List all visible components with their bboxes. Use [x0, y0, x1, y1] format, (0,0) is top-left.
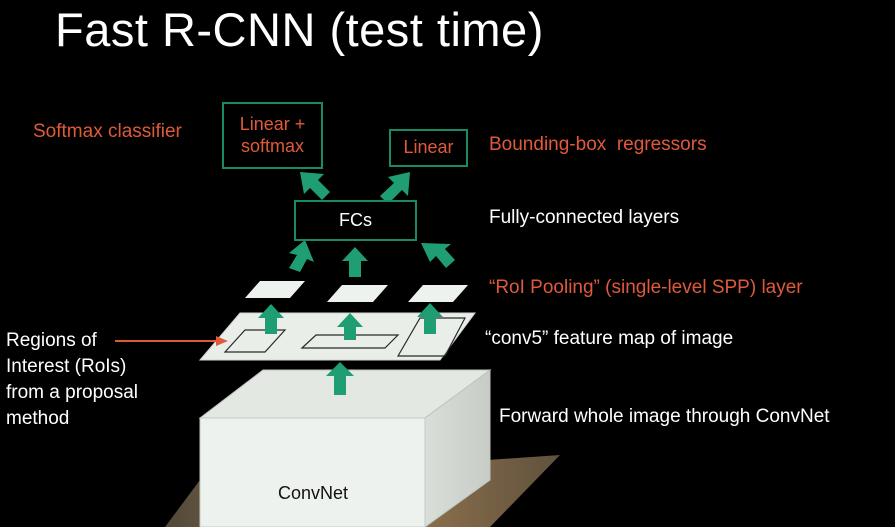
green-arrows: [258, 172, 455, 395]
linear-softmax-line1: Linear +: [239, 113, 306, 134]
linear-box: Linear: [389, 129, 468, 167]
arrow-conv5-to-pool-3: [417, 303, 443, 334]
roi-pool-output-3: [408, 285, 468, 302]
arrow-conv5-to-pool-1: [258, 304, 284, 334]
arrow-pool-to-fc-2: [342, 247, 368, 277]
fc-layers-label: Fully-connected layers: [489, 207, 680, 228]
rois-label: Regions of Interest (RoIs) from a propos…: [6, 328, 138, 432]
arrow-pool-to-fc-3: [421, 243, 455, 268]
convnet-front-face: [199, 417, 426, 527]
convnet-label: ConvNet: [278, 483, 349, 503]
rois-line-2: Interest (RoIs): [6, 356, 127, 377]
arrow-fc-to-linear: [380, 172, 410, 204]
forward-label: Forward whole image through ConvNet: [499, 406, 830, 427]
slide-title: Fast R-CNN (test time): [55, 3, 544, 56]
arrow-pool-to-fc-1: [289, 240, 314, 272]
conv5-label: “conv5” feature map of image: [485, 328, 734, 349]
roi-region-1: [223, 329, 287, 353]
arrow-convnet-to-conv5: [326, 362, 354, 395]
linear-softmax-line2: softmax: [240, 135, 305, 156]
roi-pointer-head: [216, 336, 228, 346]
arrow-conv5-to-pool-2: [337, 313, 363, 340]
linear-label: Linear: [403, 137, 454, 158]
arrow-fc-to-softmax: [300, 172, 330, 200]
roi-region-2: [300, 334, 400, 349]
roi-region-3: [396, 317, 466, 357]
rois-line-3: from a proposal: [6, 382, 139, 403]
roi-pooling-label: “RoI Pooling” (single-level SPP) layer: [489, 277, 803, 298]
rois-line-4: method: [6, 408, 70, 429]
bbox-regressors-label: Bounding-box regressors: [489, 134, 707, 155]
roi-pool-output-2: [327, 285, 388, 302]
fcs-box: FCs: [294, 200, 417, 241]
softmax-classifier-label: Softmax classifier: [33, 121, 182, 142]
fcs-label: FCs: [339, 209, 372, 230]
rois-line-1: Regions of: [6, 330, 97, 351]
roi-pool-output-1: [245, 281, 305, 298]
linear-softmax-box: Linear + softmax: [222, 102, 323, 169]
